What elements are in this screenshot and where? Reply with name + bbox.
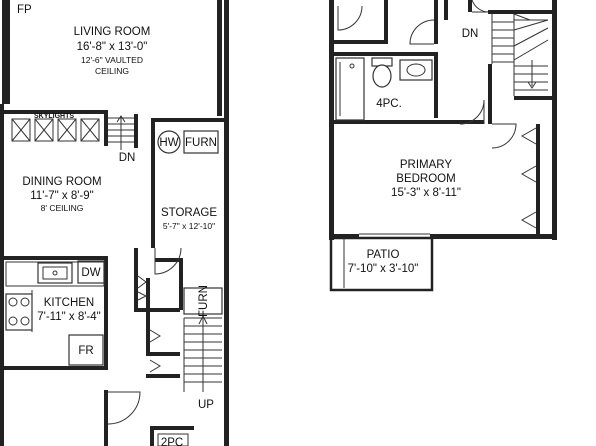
living-room-note-1: 12'-6" VAULTED xyxy=(81,55,143,65)
skylights xyxy=(11,118,100,142)
wall-stair-top xyxy=(104,110,108,146)
f2-closet-bottom-wall xyxy=(334,40,388,44)
f2-bath-right-wall xyxy=(434,52,438,118)
kitchen-bottom-wall xyxy=(4,366,108,370)
storage-left-wall xyxy=(151,118,155,248)
f2-closet-right-wall xyxy=(384,0,388,44)
kitchen-top-wall-left xyxy=(4,256,108,260)
wall-living-dining xyxy=(4,110,108,114)
half-bath-fixture xyxy=(157,433,189,446)
dining-room-note: 8' CEILING xyxy=(41,203,84,213)
half-bath-label: 2PC xyxy=(161,437,183,446)
kitchen-sink xyxy=(37,262,73,284)
exterior-wall-left-dark xyxy=(2,0,10,104)
patio-outline xyxy=(329,236,434,292)
living-room-dims: 16'-8" x 13'-0" xyxy=(77,41,148,53)
stairs-dn-label-floor2: DN xyxy=(462,28,479,40)
fp-label: FP xyxy=(17,4,32,16)
closets-floor1 xyxy=(134,248,180,378)
stairs-dn-label-floor1: DN xyxy=(119,152,136,164)
floor-1 xyxy=(0,0,229,446)
living-room-note-2: CEILING xyxy=(95,66,129,76)
storage-top-wall xyxy=(151,118,224,122)
furnace-box-top xyxy=(183,130,219,154)
f2-bottom-wall-right xyxy=(430,234,557,239)
f2-bath-door-swing xyxy=(459,99,485,125)
f2-toilet-bowl xyxy=(372,64,392,88)
exterior-wall-left xyxy=(0,104,4,446)
f2-bath-bottom-wall xyxy=(334,120,484,124)
half-bath-wall xyxy=(150,426,154,446)
f2-hall-wall-b xyxy=(444,0,448,20)
skylights-label: SKYLIGHTS xyxy=(34,113,74,120)
dining-room-name: DINING ROOM xyxy=(22,176,101,188)
f2-stair-bottom-wall xyxy=(514,96,552,100)
patio-dims: 7'-10" x 3'-10" xyxy=(348,263,419,275)
kitchen-right-wall xyxy=(104,256,108,368)
bedroom-closets xyxy=(520,124,540,234)
exterior-wall-right xyxy=(224,0,229,446)
f2-small-door-swing xyxy=(471,0,491,13)
f2-stair-left-wall xyxy=(488,64,492,124)
f2-bathtub xyxy=(335,57,365,121)
stairs-down-floor1 xyxy=(108,115,134,150)
wall-stair-right xyxy=(134,114,138,148)
storage-door-swing xyxy=(154,247,182,275)
furn-label-top: FURN xyxy=(185,137,217,149)
f2-top-right-short xyxy=(488,10,552,14)
stairs-up-floor1 xyxy=(183,314,222,392)
furn-label-bottom: FURN xyxy=(198,285,210,317)
storage-dims: 5'-7" x 12'-10" xyxy=(163,221,215,231)
storage-bottom-wall xyxy=(155,258,179,262)
floor-2 xyxy=(329,0,557,292)
bedroom-name-1: PRIMARY xyxy=(400,159,453,171)
counter-top xyxy=(5,261,105,287)
f2-hall-wall-c xyxy=(468,0,472,12)
f2-hall-wall-a xyxy=(434,0,438,44)
entry-wall xyxy=(104,390,108,446)
hw-label: HW xyxy=(159,137,178,149)
half-bath-top xyxy=(150,426,194,430)
stairs-up-label: UP xyxy=(198,399,214,411)
living-room-name: LIVING ROOM xyxy=(74,26,151,38)
f2-bedroom-door-swing xyxy=(491,123,517,149)
f2-closet-door-swing xyxy=(337,5,363,31)
bath-label: 4PC. xyxy=(376,98,402,110)
fridge-label: FR xyxy=(78,345,93,357)
living-room-right-wall xyxy=(217,0,222,116)
dining-room-dims: 11'-7" x 8'-9" xyxy=(30,190,93,202)
patio-name: PATIO xyxy=(367,249,400,261)
f2-bottom-wall-left xyxy=(329,234,359,239)
f2-left-wall xyxy=(329,0,334,240)
f2-vanity xyxy=(399,59,433,81)
stairs-down-floor2 xyxy=(491,13,549,96)
f2-right-wall xyxy=(552,0,557,240)
storage-divider xyxy=(179,258,183,310)
fridge-box xyxy=(68,334,104,366)
f2-bath-top-wall xyxy=(334,52,438,56)
bedroom-name-2: BEDROOM xyxy=(396,173,455,185)
f2-hall-door-swing xyxy=(409,19,435,45)
storage-name: STORAGE xyxy=(161,207,217,219)
water-heater-circle xyxy=(157,130,181,154)
kitchen-dims: 7'-11" x 8'-4" xyxy=(37,311,100,323)
furnace-box-bottom xyxy=(183,287,223,315)
dishwasher-label: DW xyxy=(81,267,100,279)
bedroom-dims: 15'-3" x 8'-11" xyxy=(391,187,461,199)
kitchen-name: KITCHEN xyxy=(44,297,94,309)
entry-door-swing xyxy=(107,391,141,425)
